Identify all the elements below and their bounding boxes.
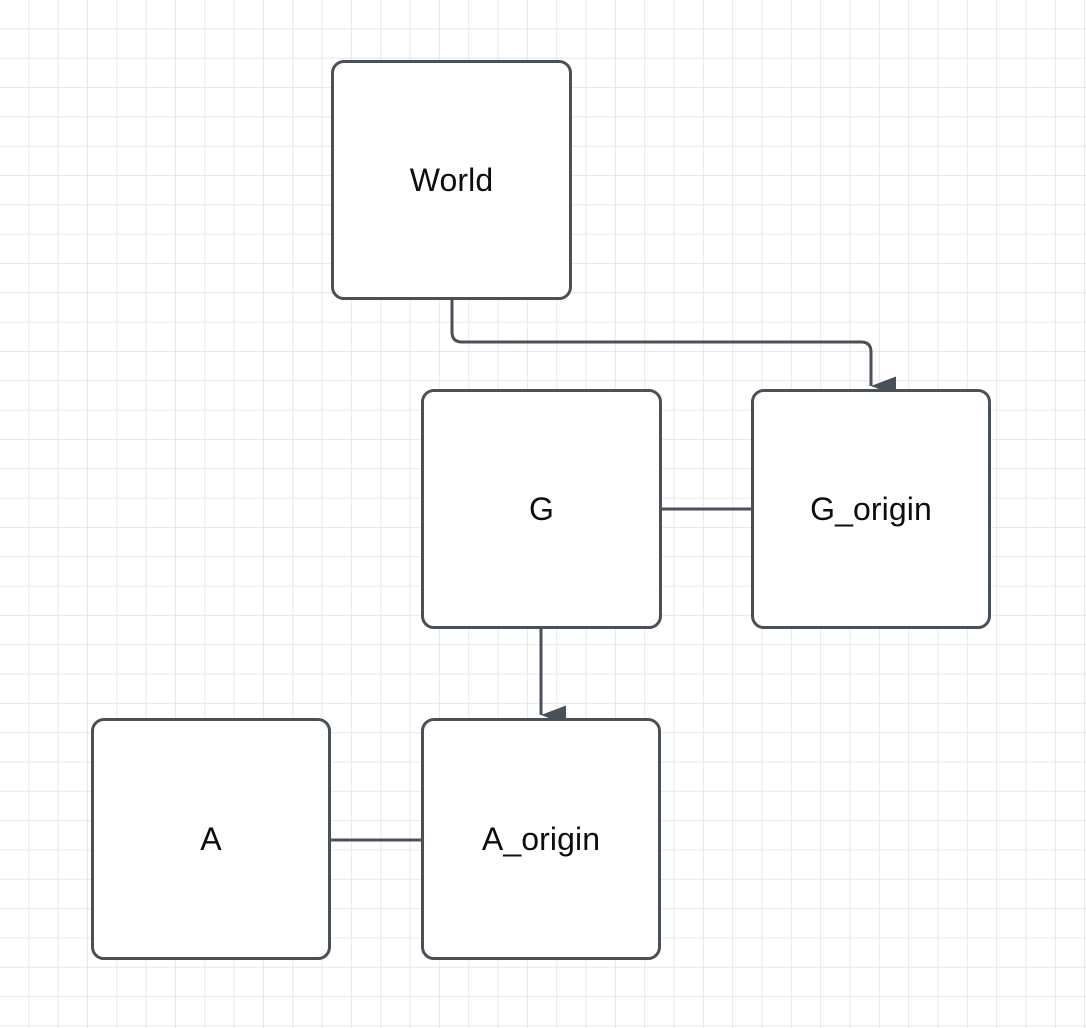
node-a-origin[interactable]: A_origin xyxy=(421,718,661,960)
node-g-origin-label: G_origin xyxy=(810,491,932,527)
node-world[interactable]: World xyxy=(331,60,572,300)
node-g-origin[interactable]: G_origin xyxy=(751,389,991,629)
node-g[interactable]: G xyxy=(421,389,662,629)
node-a-label: A xyxy=(200,821,222,857)
node-a[interactable]: A xyxy=(91,718,331,960)
edge-world-to-g-origin[interactable] xyxy=(450,300,896,396)
node-world-label: World xyxy=(409,162,494,198)
node-g-label: G xyxy=(529,491,554,527)
node-a-origin-label: A_origin xyxy=(481,821,601,857)
